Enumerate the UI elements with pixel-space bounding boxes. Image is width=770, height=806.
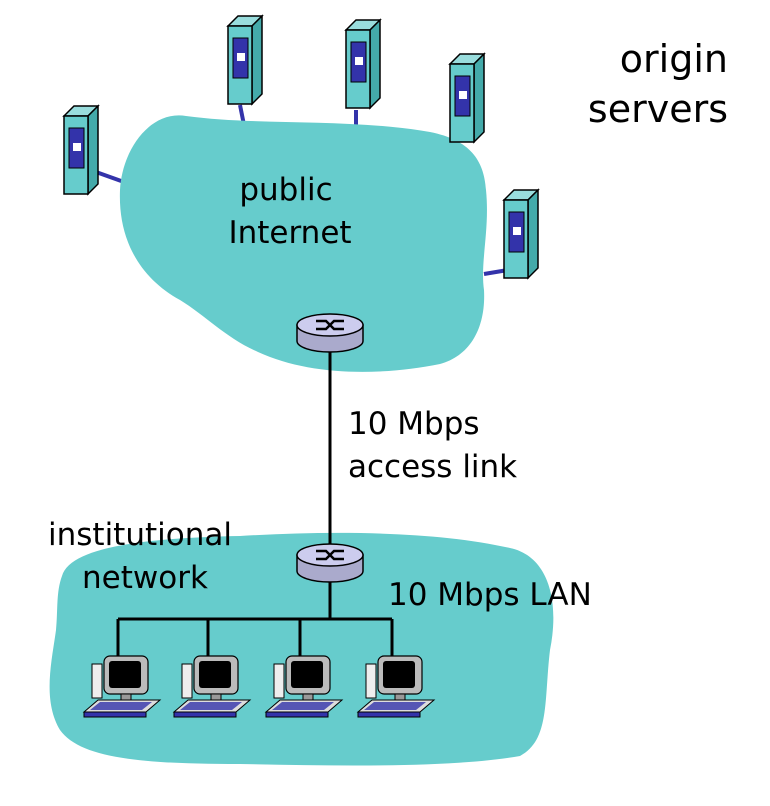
public-internet-label-line1: public <box>239 172 332 208</box>
server-icon <box>503 189 539 279</box>
public-internet-label-line2: Internet <box>228 215 351 251</box>
access-link-label-line2: access link <box>348 449 517 485</box>
server-icon <box>63 105 99 195</box>
access-link-label-line1: 10 Mbps <box>348 406 480 442</box>
internet-router-icon <box>295 312 365 354</box>
public-internet-cloud <box>119 115 487 372</box>
lan-label: 10 Mbps LAN <box>388 577 592 613</box>
server-icon <box>227 15 263 105</box>
origin-servers-label-line2: servers <box>588 87 728 131</box>
institutional-router-icon <box>295 542 365 584</box>
server-icon <box>345 19 381 109</box>
origin-servers-label-line1: origin <box>620 37 728 81</box>
institutional-network-label-line2: network <box>82 560 208 596</box>
server-icon <box>449 53 485 143</box>
institutional-network-label-line1: institutional <box>48 517 232 553</box>
lan-bus <box>116 578 394 660</box>
